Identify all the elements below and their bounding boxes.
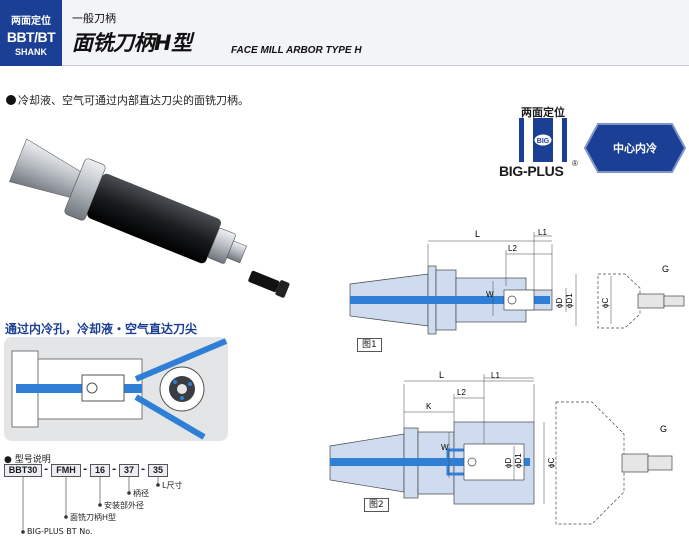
model-code-part-5: 35 <box>148 464 168 477</box>
note-shank-dia: 柄径 <box>133 489 149 498</box>
model-code-part-4: 37 <box>119 464 139 477</box>
fig1-dim-L2: L2 <box>508 244 517 253</box>
bigplus-logo-icon: BIG <box>519 118 567 162</box>
fig2-dim-L: L <box>439 370 444 380</box>
logo-brand: BIG-PLUS <box>499 163 564 179</box>
model-code-part-2: FMH <box>51 464 81 477</box>
page-subtitle: 一般刀柄 <box>72 12 116 25</box>
model-code-dash-2: - <box>83 464 88 475</box>
bullet-icon <box>6 95 16 105</box>
fig2-dim-phiD: ϕD <box>504 458 513 468</box>
model-code-leader-lines <box>21 477 160 534</box>
model-code-dash-1: - <box>44 464 49 475</box>
model-code-part-1: BBT30 <box>4 464 42 477</box>
note-l-size: L尺寸 <box>162 481 183 490</box>
fig1-dim-phiD1: ϕD1 <box>565 293 574 308</box>
figure-1-label: 图1 <box>357 338 382 352</box>
page-title: 面铣刀柄H型 <box>72 31 192 55</box>
coolant-badge: 中心内冷 <box>613 142 657 155</box>
logo-label: 两面定位 <box>521 106 565 119</box>
intro-text: 冷却液、空气可通过内部直达刀尖的面铣刀柄。 <box>6 92 249 108</box>
logo-mark: BIG <box>537 138 550 145</box>
model-code-heading-text: 型号说明 <box>14 455 51 465</box>
fig2-dim-G: G <box>660 424 667 434</box>
note-mount-dia: 安装部外径 <box>104 501 144 510</box>
fig2-dim-phiD1: ϕD1 <box>514 453 523 468</box>
registered-mark: ® <box>572 159 578 168</box>
fig2-dim-W: W <box>441 443 449 452</box>
fig2-dim-L1: L1 <box>491 371 500 380</box>
badge-shank-label: SHANK <box>14 47 47 57</box>
fig1-dim-phiC: ϕC <box>601 298 610 308</box>
note-type-name: 面铣刀柄H型 <box>70 513 117 522</box>
badge-positioning: 两面定位 <box>11 16 51 27</box>
figure-1-drawing: L L1 L2 W ϕD ϕD1 ϕC G <box>349 228 685 335</box>
model-code-dash-3: - <box>112 464 117 475</box>
page-title-english: FACE MILL ARBOR TYPE H <box>231 45 362 56</box>
fig1-dim-L: L <box>475 229 480 239</box>
coolant-cross-section <box>4 337 228 441</box>
fig1-dim-L1: L1 <box>538 228 547 237</box>
model-code-heading: ● 型号说明 <box>4 455 51 465</box>
coolant-section-title: 通过内冷孔，冷却液・空气直达刀尖 <box>5 322 198 336</box>
fig2-dim-L2: L2 <box>457 388 466 397</box>
figure-2-drawing: L L1 L2 K W ϕD ϕD1 ϕC G <box>329 370 673 525</box>
badge-shank-type: BBT/BT <box>6 29 56 45</box>
product-photo <box>9 138 290 298</box>
shank-badge: 两面定位 BBT/BT SHANK <box>0 0 62 66</box>
fig1-dim-W: W <box>486 290 494 299</box>
fig1-dim-G: G <box>662 264 669 274</box>
intro-sentence: 冷却液、空气可通过内部直达刀尖的面铣刀柄。 <box>18 94 249 107</box>
figure-2-label: 图2 <box>364 498 389 512</box>
fig1-dim-phiD: ϕD <box>555 298 564 308</box>
note-bigplus: BIG-PLUS BT No. <box>27 527 93 536</box>
model-code-dash-4: - <box>141 464 146 475</box>
model-code-part-3: 16 <box>90 464 110 477</box>
fig2-dim-K: K <box>426 402 432 411</box>
fig2-dim-phiC: ϕC <box>547 458 556 468</box>
page-header: 两面定位 BBT/BT SHANK 一般刀柄 面铣刀柄H型 FACE MILL … <box>0 0 689 66</box>
coolant-badge-shape <box>584 123 686 173</box>
